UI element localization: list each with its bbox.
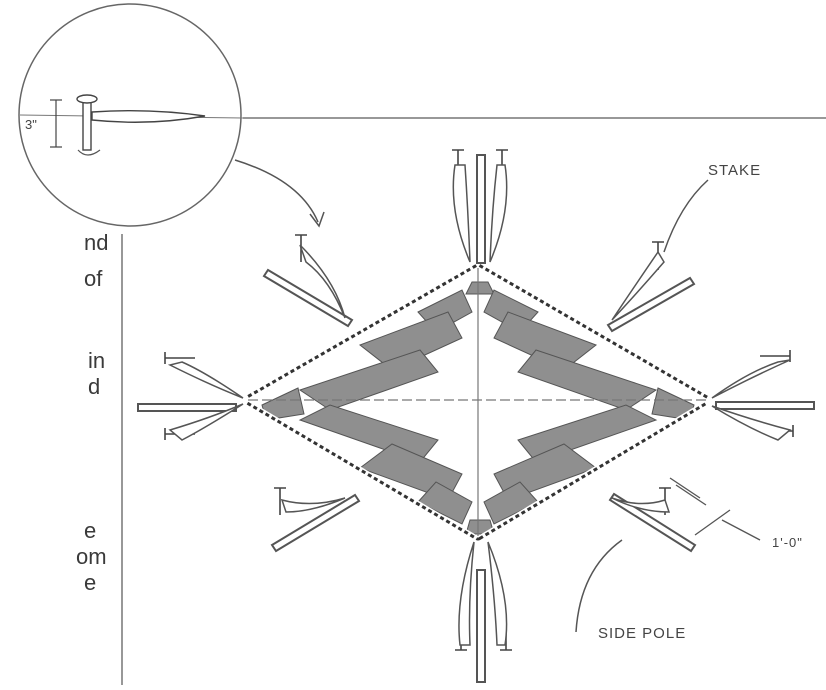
tarp-stripes [261, 281, 695, 535]
left-text-fragment: om [76, 544, 107, 569]
stake-depth-label: 3" [25, 117, 37, 132]
stake-icon [274, 487, 286, 515]
left-text-fragment: d [88, 374, 101, 399]
side-pole-left-icon [137, 403, 237, 412]
left-text-fragment: e [84, 518, 97, 543]
side-pole-sw-icon [270, 493, 361, 553]
side-pole-top-icon [476, 154, 486, 264]
left-text-fragment: in [88, 348, 106, 373]
side-pole-nw-icon [262, 268, 354, 328]
side-pole-se-icon [608, 492, 697, 553]
side-poles [137, 154, 815, 683]
side-pole-bottom-icon [476, 569, 486, 683]
left-text-fragment: of [84, 266, 103, 291]
detail-stake-icon [82, 97, 92, 151]
left-text-fragment: e [84, 570, 97, 595]
side-pole-right-icon [715, 401, 815, 410]
side-pole-label: SIDE POLE [598, 625, 687, 642]
spacing-dimension [669, 477, 761, 541]
stake-icon [164, 352, 195, 364]
ropes [167, 164, 792, 646]
stake-leader-line [663, 179, 709, 253]
detail-rope-icon [91, 109, 206, 123]
stake-detail-circle [18, 3, 244, 227]
side-pole-ne-icon [606, 276, 696, 333]
stake-label: STAKE [708, 162, 762, 179]
side-pole-leader-line [575, 539, 623, 633]
left-text-fragment: nd [84, 230, 109, 255]
detail-pointer-arrow [234, 159, 319, 223]
spacing-label: 1'-0" [772, 535, 803, 550]
tarp [243, 263, 711, 541]
